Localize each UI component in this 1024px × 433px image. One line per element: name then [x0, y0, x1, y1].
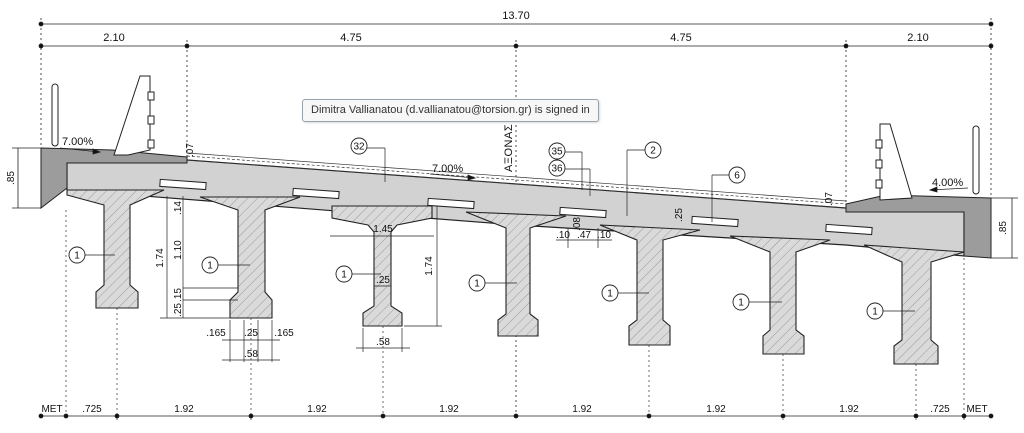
top-dim-3: 4.75: [670, 32, 691, 44]
callout-leaders: [85, 147, 915, 312]
mid-height: 1.74: [424, 256, 435, 276]
girder-5: [599, 224, 701, 346]
top-small-dim-right: .07: [824, 192, 835, 206]
callout-1b: [201, 256, 219, 274]
joint-dim-d: .08: [572, 217, 583, 231]
girder-centerlines: [65, 210, 965, 420]
callout-1a-label: 1: [74, 251, 80, 262]
callout-32: [350, 137, 368, 155]
bottom-dim-5: 1.92: [572, 404, 592, 415]
callout-1c: [335, 265, 353, 283]
joint-dim-b: .47: [577, 230, 591, 241]
top-dim-4: 2.10: [907, 32, 928, 44]
bottom-dim-met-left: MET: [41, 404, 62, 415]
bottom-dim-2: 1.92: [174, 404, 194, 415]
right-depth-label: .85: [998, 221, 1009, 235]
web-height: 1.10: [173, 240, 184, 260]
top-dim-2: 4.75: [340, 32, 361, 44]
callout-1f-label: 1: [738, 298, 744, 309]
callout-1b-label: 1: [207, 261, 213, 272]
bottom-dim-met-right: MET: [966, 404, 987, 415]
bottom-dim-1: .725: [82, 404, 102, 415]
girder-3: [331, 205, 433, 327]
top-dim-1: 2.10: [103, 32, 124, 44]
slope-left-label: 7.00%: [62, 136, 93, 148]
callout-1d: [468, 274, 486, 292]
mid-web-width: .25: [376, 275, 390, 286]
top-small-dim-left: .07: [185, 143, 196, 157]
flange-plates: [159, 178, 873, 236]
bottom-dim-4: 1.92: [439, 404, 459, 415]
slope-arrows: [59, 147, 969, 193]
bottom-width-c: .165: [274, 328, 294, 339]
bottom-width-b: .25: [244, 328, 258, 339]
callout-35-label: 35: [551, 147, 563, 158]
callout-1d-label: 1: [474, 279, 480, 290]
bottom-dimension-chain: [38, 413, 994, 419]
bottom-dim-8: .725: [930, 404, 950, 415]
callout-1a: [68, 246, 86, 264]
callout-35: [548, 142, 566, 160]
callout-6-label: 6: [734, 171, 740, 182]
girder-dims-left: [160, 196, 280, 362]
callout-6: [728, 166, 746, 184]
bulb-b-dim: .25: [173, 303, 184, 317]
callout-36: [548, 159, 566, 177]
callout-32-label: 32: [353, 142, 365, 153]
wearing-surface: [186, 152, 847, 209]
callout-1e: [601, 284, 619, 302]
total-width-label: 13.70: [502, 10, 530, 22]
mid-bottom: .58: [376, 337, 390, 348]
left-depth-label: .85: [6, 171, 17, 185]
girder-6: [729, 235, 831, 355]
callout-2-label: 2: [650, 146, 656, 157]
joint-dim-a: .10: [556, 230, 570, 241]
right-parapet: [875, 123, 980, 201]
bottom-dim-7: 1.92: [839, 404, 859, 415]
left-parapet: [51, 75, 155, 156]
slope-right-label: 4.00%: [932, 177, 963, 189]
callout-1f: [732, 293, 750, 311]
bulb-a-dim: .15: [173, 288, 184, 302]
girder-7: [863, 244, 965, 365]
flange-top-dim: .14: [173, 201, 184, 215]
side-depth-dims: [12, 147, 1018, 259]
bottom-total-dim: .58: [244, 349, 258, 360]
bottom-dim-6: 1.92: [706, 404, 726, 415]
girder-height-left: 1.74: [155, 248, 166, 268]
callout-1e-label: 1: [607, 289, 613, 300]
callout-1g-label: 1: [872, 307, 878, 318]
girders: [66, 189, 965, 365]
girder-dims-mid: [330, 206, 442, 352]
callout-1c-label: 1: [341, 270, 347, 281]
callout-1g: [866, 302, 884, 320]
girder-4: [465, 211, 567, 337]
joint-dim-e: .25: [674, 208, 685, 222]
joint-dim-c: .10: [597, 230, 611, 241]
mid-top-width: 1.45: [373, 224, 393, 235]
signed-in-tooltip: Dimitra Vallianatou (d.vallianatou@torsi…: [302, 99, 599, 122]
callout-2: [644, 141, 662, 159]
callouts: [68, 137, 884, 320]
bottom-dim-3: 1.92: [307, 404, 327, 415]
slope-mid-label: 7.00%: [432, 163, 463, 175]
bottom-width-a: .165: [206, 328, 226, 339]
callout-36-label: 36: [551, 164, 563, 175]
joint-detail-dims: [556, 228, 612, 248]
